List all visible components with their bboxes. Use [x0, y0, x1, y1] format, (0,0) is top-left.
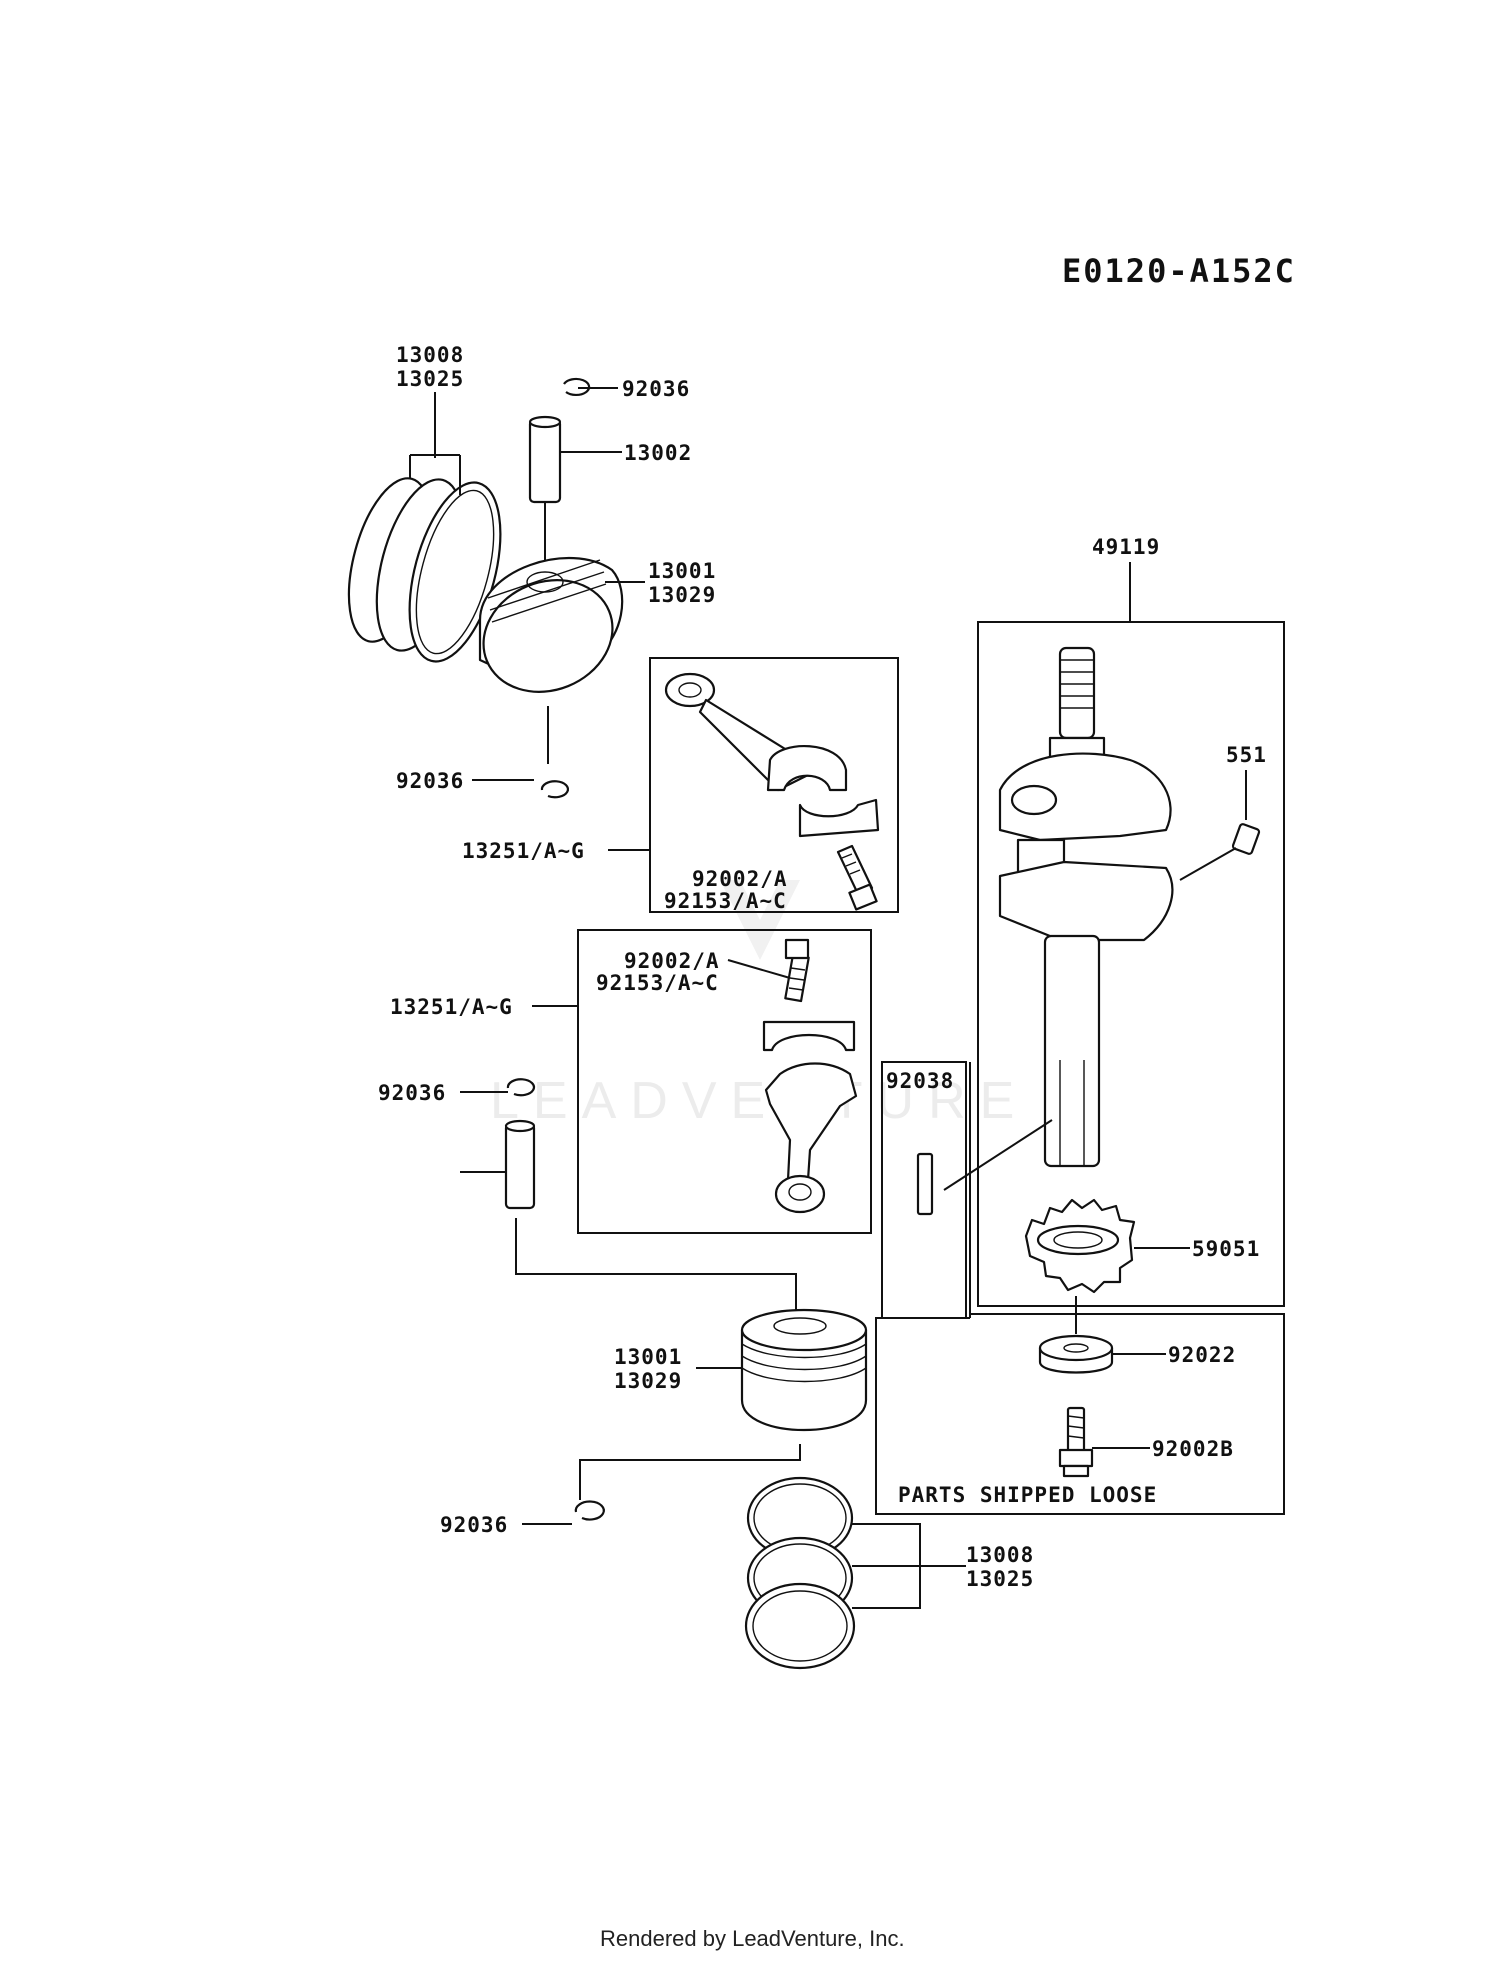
woodruff-key[interactable] — [916, 1152, 934, 1216]
rod-box-top — [649, 657, 899, 913]
loose-box-caption: PARTS SHIPPED LOOSE — [898, 1483, 1157, 1507]
crank-gear[interactable] — [1024, 1198, 1136, 1294]
label-key: 92038 — [886, 1069, 954, 1093]
label-rod-bottom: 13251/A~G — [390, 995, 513, 1019]
circlip-top-2[interactable] — [540, 780, 569, 799]
loose-bolt[interactable] — [1058, 1406, 1094, 1478]
crankshaft-box — [977, 621, 1285, 1307]
label-gear: 59051 — [1192, 1237, 1260, 1261]
label-rings-top-a: 13008 — [396, 343, 464, 367]
circlip-bottom-1[interactable] — [506, 1078, 535, 1097]
label-piston-top-a: 13001 — [648, 559, 716, 583]
label-clip-bottom-2: 92036 — [440, 1513, 508, 1537]
label-rings-top-b: 13025 — [396, 367, 464, 391]
crank-pin-part[interactable] — [1231, 823, 1261, 855]
label-piston-bottom-b: 13029 — [614, 1369, 682, 1393]
diagram-code: E0120-A152C — [1062, 252, 1296, 290]
label-bolt-loose: 92002B — [1152, 1437, 1234, 1461]
piston-pin-bottom[interactable] — [504, 1119, 536, 1210]
connecting-rod-bottom[interactable] — [762, 1020, 858, 1214]
washer[interactable] — [1038, 1334, 1114, 1374]
rod-box-bottom — [577, 929, 872, 1234]
label-washer: 92022 — [1168, 1343, 1236, 1367]
rod-bolt-bottom[interactable] — [784, 938, 810, 1003]
label-rings-bottom-b: 13025 — [966, 1567, 1034, 1591]
label-clip-top-2: 92036 — [396, 769, 464, 793]
label-pin-top: 13002 — [624, 441, 692, 465]
label-bolt-bottom-b: 92153/A~C — [596, 971, 719, 995]
label-bolt-top-a: 92002/A — [692, 867, 788, 891]
crankshaft[interactable] — [998, 646, 1174, 1168]
circlip-top-1[interactable] — [563, 377, 591, 397]
rod-bolt-top[interactable] — [836, 844, 878, 911]
piston-rings-bottom[interactable] — [744, 1476, 856, 1670]
label-clip-top-1: 92036 — [622, 377, 690, 401]
piston-bottom[interactable] — [740, 1308, 868, 1431]
label-rod-top: 13251/A~G — [462, 839, 585, 863]
label-piston-top-b: 13029 — [648, 583, 716, 607]
label-bolt-bottom-a: 92002/A — [624, 949, 720, 973]
label-rings-bottom-a: 13008 — [966, 1543, 1034, 1567]
label-bolt-top-b: 92153/A~C — [664, 889, 787, 913]
piston-pin-top[interactable] — [528, 415, 562, 504]
footer-credit: Rendered by LeadVenture, Inc. — [600, 1926, 905, 1951]
connecting-rod-top[interactable] — [664, 672, 880, 838]
piston-top[interactable] — [467, 556, 630, 711]
label-clip-bottom-1: 92036 — [378, 1081, 446, 1105]
label-piston-bottom-a: 13001 — [614, 1345, 682, 1369]
label-crank-part: 551 — [1226, 743, 1267, 767]
circlip-bottom-2[interactable] — [574, 1500, 605, 1521]
label-crankshaft: 49119 — [1092, 535, 1160, 559]
piston-rings-top[interactable] — [333, 470, 517, 672]
